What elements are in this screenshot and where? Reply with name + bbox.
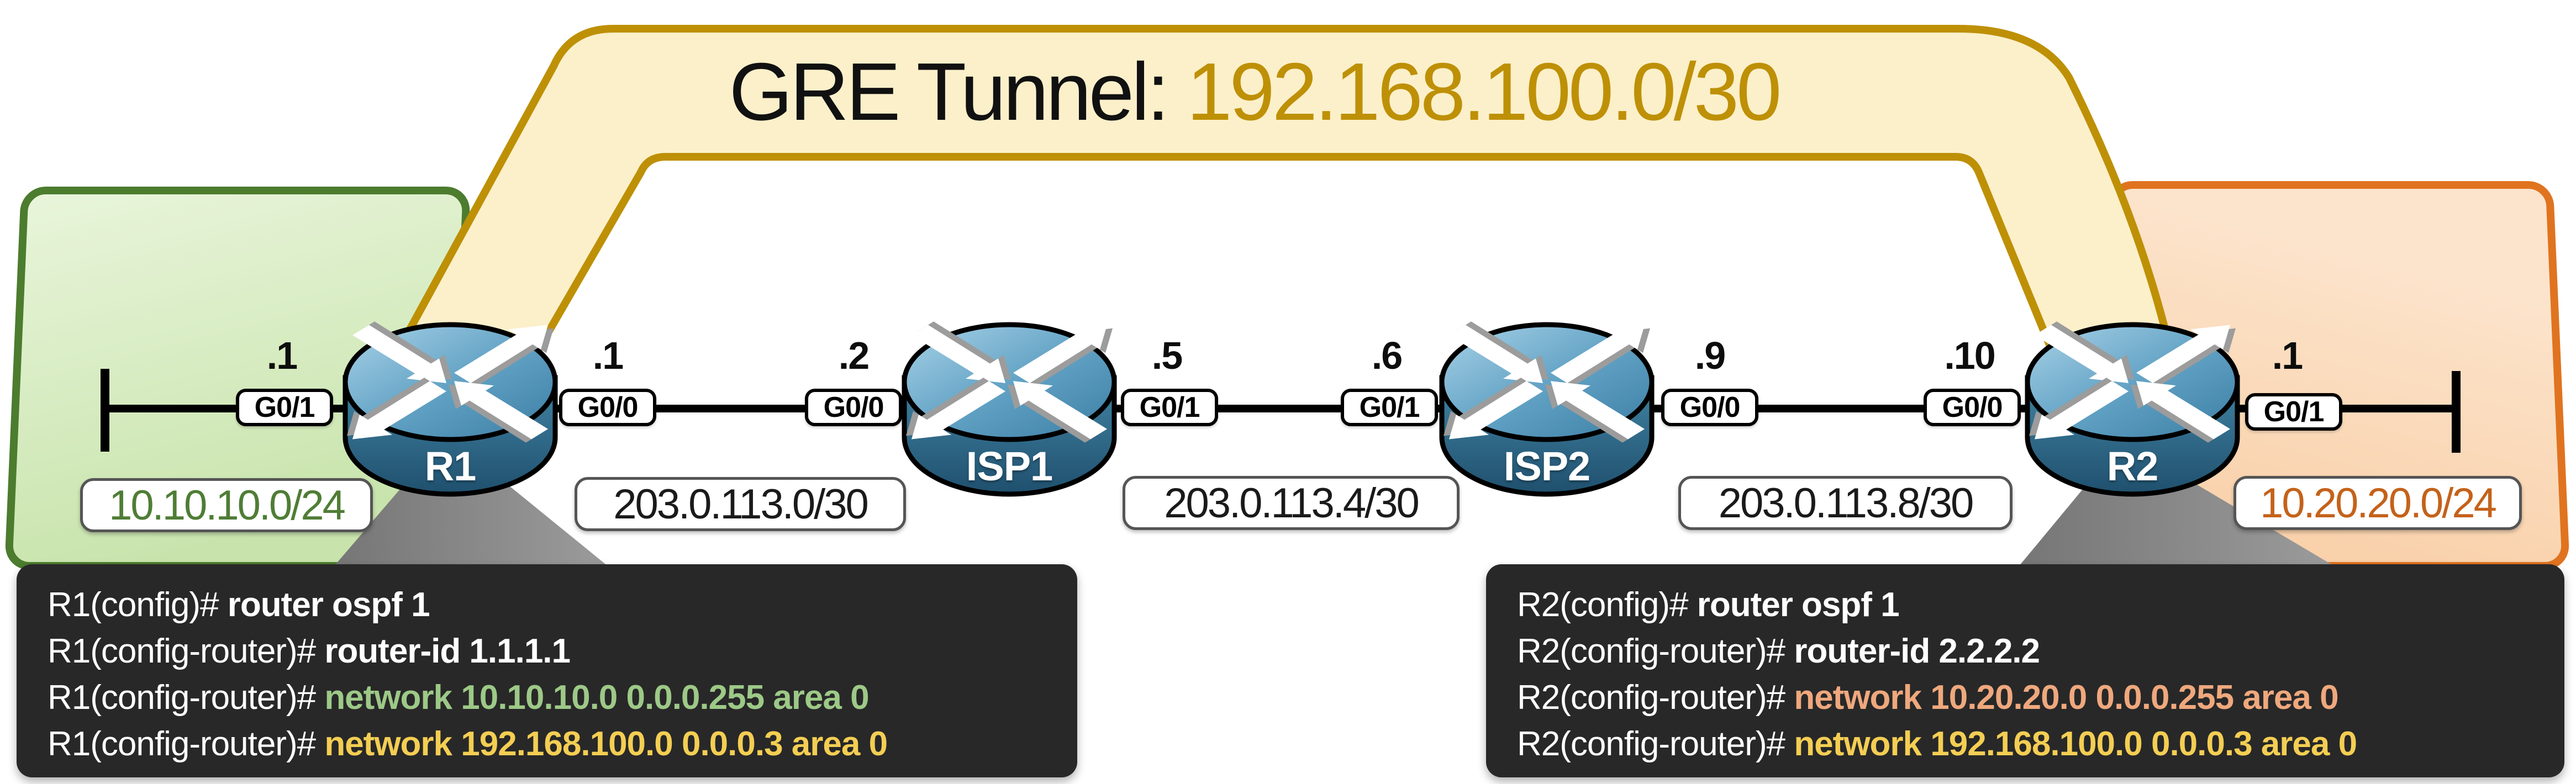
- cli-prompt: R2(config-router)#: [1517, 679, 1794, 717]
- iface-r1-g00: G0/0: [559, 389, 656, 426]
- subnet-label-wan3: 203.0.113.8/30: [1678, 476, 2013, 530]
- tunnel-subnet-value: 192.168.100.0/30: [1187, 46, 1782, 137]
- router-label-isp1: ISP1: [966, 443, 1053, 489]
- cli-prompt: R2(config-router)#: [1517, 725, 1794, 763]
- r1-config-line: R1(config)# router ospf 1: [48, 582, 1055, 628]
- iface-isp2-g01: G0/1: [1341, 389, 1438, 426]
- r1-config-line: R1(config-router)# network 10.10.10.0 0.…: [48, 675, 1055, 721]
- octet-r1-g01: .1: [266, 334, 298, 377]
- gre-tunnel-band: [372, 25, 2183, 396]
- iface-r2-g00: G0/0: [1924, 389, 2021, 426]
- iface-isp2-g00: G0/0: [1661, 389, 1758, 426]
- octet-isp1-g01: .5: [1151, 334, 1183, 377]
- cli-command: router ospf 1: [1697, 586, 1900, 624]
- cli-command: network 10.10.10.0 0.0.0.255 area 0: [324, 679, 869, 717]
- title-prefix: GRE Tunnel:: [729, 46, 1187, 137]
- router-label-r1: R1: [424, 443, 477, 489]
- r2-config-line: R2(config-router)# network 192.168.100.0…: [1517, 721, 2542, 767]
- r1-config-line: R1(config-router)# router-id 1.1.1.1: [48, 628, 1055, 675]
- r1-config-line: R1(config-router)# network 192.168.100.0…: [48, 721, 1055, 767]
- cli-command: network 192.168.100.0 0.0.0.3 area 0: [324, 725, 888, 763]
- r2-config-line: R2(config-router)# router-id 2.2.2.2: [1517, 628, 2542, 675]
- subnet-label-lan-left: 10.10.10.0/24: [80, 478, 373, 532]
- octet-isp1-g00: .2: [838, 334, 870, 377]
- cli-prompt: R1(config-router)#: [48, 632, 325, 670]
- diagram-title: GRE Tunnel: 192.168.100.0/30: [503, 40, 2005, 145]
- cli-prompt: R1(config-router)#: [48, 679, 325, 717]
- r2-config-line: R2(config-router)# network 10.20.20.0 0.…: [1517, 675, 2542, 721]
- cli-command: router ospf 1: [227, 586, 430, 624]
- octet-isp2-g00: .9: [1694, 334, 1726, 377]
- r2-config-terminal: R2(config)# router ospf 1 R2(config-rout…: [1486, 564, 2564, 777]
- octet-r1-g00: .1: [592, 334, 624, 377]
- cli-prompt: R1(config)#: [48, 586, 228, 624]
- cli-command: network 192.168.100.0 0.0.0.3 area 0: [1794, 725, 2357, 763]
- iface-r1-g01: G0/1: [236, 389, 333, 426]
- cli-prompt: R2(config)#: [1517, 586, 1697, 624]
- router-label-isp2: ISP2: [1503, 443, 1590, 489]
- subnet-label-wan2: 203.0.113.4/30: [1123, 476, 1460, 530]
- subnet-label-wan1: 203.0.113.0/30: [575, 477, 906, 531]
- octet-isp2-g01: .6: [1371, 334, 1403, 377]
- r1-terminal-pointer: [334, 469, 608, 566]
- cli-command: router-id 1.1.1.1: [324, 632, 571, 670]
- iface-isp1-g01: G0/1: [1121, 389, 1218, 426]
- cli-command: router-id 2.2.2.2: [1794, 632, 2040, 670]
- iface-r2-g01: G0/1: [2245, 393, 2342, 431]
- r2-config-line: R2(config)# router ospf 1: [1517, 582, 2542, 628]
- iface-isp1-g00: G0/0: [805, 389, 902, 426]
- subnet-label-lan-right: 10.20.20.0/24: [2233, 476, 2522, 530]
- cli-prompt: R2(config-router)#: [1517, 632, 1794, 670]
- r1-config-terminal: R1(config)# router ospf 1 R1(config-rout…: [17, 564, 1077, 777]
- cli-command: network 10.20.20.0 0.0.0.255 area 0: [1794, 679, 2338, 717]
- router-label-r2: R2: [2106, 443, 2159, 489]
- cli-prompt: R1(config-router)#: [48, 725, 325, 763]
- octet-r2-g01: .1: [2272, 334, 2303, 377]
- octet-r2-g00: .10: [1944, 334, 1995, 377]
